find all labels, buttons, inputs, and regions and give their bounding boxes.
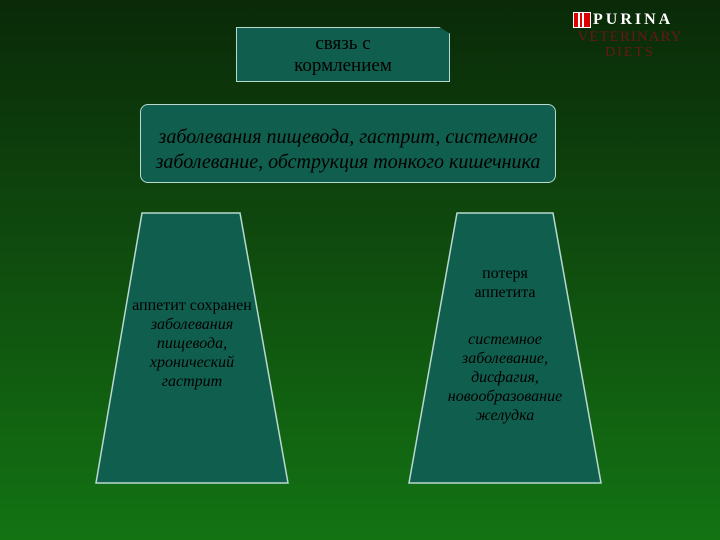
logo-line-2: DIETS — [605, 45, 655, 60]
right-trapezoid — [408, 212, 602, 484]
top-box-line-2: кормлением — [294, 54, 392, 76]
right-line-2: заболевание, — [461, 350, 549, 367]
appetite-preserved-heading: аппетит сохранен — [132, 297, 252, 314]
right-line-1: системное — [468, 331, 542, 348]
diseases-text: заболевания пищевода, гастрит, системное… — [155, 125, 541, 173]
purina-checkerboard-icon — [573, 12, 591, 28]
right-line-3: дисфагия, — [471, 369, 539, 386]
left-trapezoid — [95, 212, 289, 484]
right-line-5: желудка — [475, 407, 535, 424]
top-box-line-1: связь с — [315, 32, 371, 54]
appetite-loss-heading-2: аппетита — [474, 284, 536, 301]
left-line-1: заболевания — [150, 316, 234, 333]
logo-brand: PURINA — [593, 11, 674, 28]
logo-line-1: VETERINARY — [577, 29, 683, 45]
right-line-4: новообразование — [447, 388, 563, 405]
purina-logo: PURINA VETERINARY DIETS — [560, 10, 700, 62]
diseases-box: заболевания пищевода, гастрит, системное… — [140, 104, 556, 183]
left-line-2: пищевода, — [156, 335, 228, 352]
right-column-text: потеря аппетита системное заболевание, д… — [415, 264, 595, 425]
feeding-relation-box: связь с кормлением — [236, 27, 450, 82]
left-column-text: аппетит сохранен заболевания пищевода, х… — [102, 296, 282, 391]
appetite-loss-heading-1: потеря — [482, 265, 528, 282]
left-line-3: хронический — [149, 354, 235, 371]
left-line-4: гастрит — [161, 373, 223, 390]
